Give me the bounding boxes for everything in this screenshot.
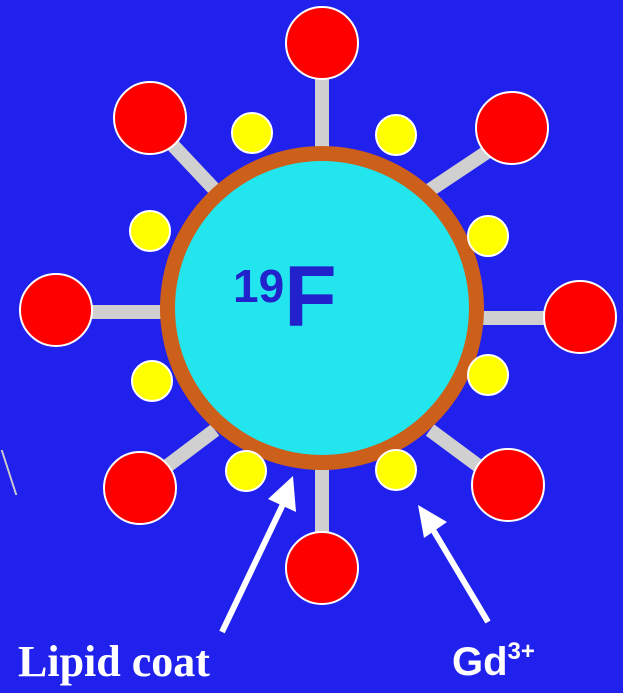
ligand-ball-bottom-right bbox=[472, 449, 544, 521]
gd-ion bbox=[376, 115, 416, 155]
ligand-ball-bottom bbox=[286, 532, 358, 604]
gd-ion bbox=[130, 211, 170, 251]
ligand-ball-top bbox=[286, 7, 358, 79]
gd-ion bbox=[468, 216, 508, 256]
ligand-stick-top-right bbox=[430, 150, 490, 190]
gd-ion bbox=[376, 450, 416, 490]
ligand-ball-bottom-left bbox=[104, 452, 176, 524]
gd-charge: 3+ bbox=[508, 638, 535, 665]
gd-ion bbox=[232, 113, 272, 153]
gd-label: Gd3+ bbox=[452, 640, 535, 685]
gd-ion bbox=[468, 355, 508, 395]
lipid-arrow-shaft bbox=[222, 500, 285, 632]
gd-ion bbox=[132, 361, 172, 401]
ligand-stick-top-left bbox=[168, 140, 215, 190]
ligand-stick-bottom-left bbox=[162, 430, 215, 470]
element-symbol: F bbox=[284, 249, 337, 345]
core-label: 19F bbox=[233, 248, 337, 347]
ligand-ball-top-right bbox=[476, 92, 548, 164]
lipid-coat-label: Lipid coat bbox=[18, 636, 210, 687]
ligand-ball-left bbox=[20, 274, 92, 346]
gd-ion bbox=[226, 451, 266, 491]
gd-symbol: Gd bbox=[452, 640, 508, 684]
gd-arrow-shaft bbox=[432, 528, 488, 622]
ligand-ball-right bbox=[544, 281, 616, 353]
ligand-stick-bottom-right bbox=[430, 430, 484, 470]
isotope-number: 19 bbox=[233, 260, 284, 312]
ligand-ball-top-left bbox=[114, 82, 186, 154]
